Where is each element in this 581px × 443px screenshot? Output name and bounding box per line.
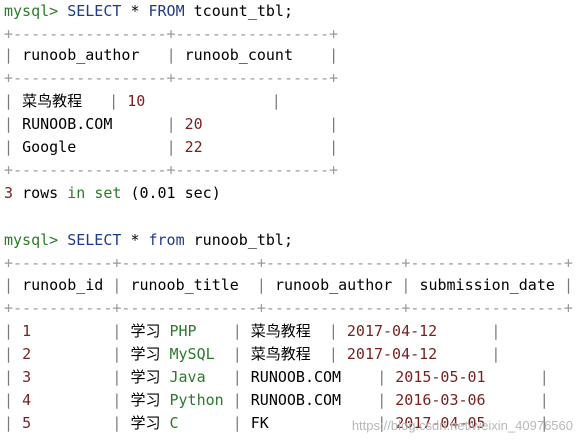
table-row: | Google | 22 | [4, 138, 339, 156]
table-row: | 4 | 学习 Python | RUNOOB.COM | 2016-03-0… [4, 391, 549, 409]
cell: 菜鸟教程 [22, 92, 83, 110]
cell: RUNOOB.COM [22, 115, 113, 133]
cell: 菜鸟教程 [250, 345, 311, 363]
command-line-1: mysql> SELECT * FROM tcount_tbl; [4, 0, 293, 23]
cell: 学习 [130, 322, 161, 340]
cell: 2017-04-05 [395, 414, 486, 432]
column-header: runoob_author [22, 46, 140, 64]
table-row: | 5 | 学习 C | FK | 2017-04-05 | [4, 414, 549, 432]
table-header: | runoob_id | runoob_title | runoob_auth… [4, 276, 573, 294]
column-header: runoob_count [184, 46, 293, 64]
column-header: submission_date [419, 276, 555, 294]
table-border-bottom: +-----------------+-----------------+ [4, 161, 339, 179]
sql-keyword: from [148, 231, 185, 249]
sql-table: tcount_tbl; [193, 2, 293, 20]
cell: MySQL [169, 345, 215, 363]
table-border-top: +-----------+---------------+-----------… [4, 254, 573, 272]
cell: RUNOOB.COM [250, 391, 342, 409]
sql-table: runoob_tbl; [193, 231, 293, 249]
cell: 4 [22, 391, 32, 409]
row-count: 3 [4, 184, 14, 202]
cell: 2017-04-12 [346, 345, 438, 363]
watermark: https://blog.csdn.net/weixin_40976560 [351, 418, 573, 433]
table-row: | 2 | 学习 MySQL | 菜鸟教程 | 2017-04-12 | [4, 345, 501, 363]
sql-keyword: FROM [148, 2, 185, 20]
cell: 22 [184, 138, 203, 156]
table-header: | runoob_author | runoob_count | [4, 46, 339, 64]
result-word: rows [22, 184, 59, 202]
cell: 2015-05-01 [395, 368, 486, 386]
table-row: | 菜鸟教程 | 10 | [4, 92, 281, 110]
query-time: (0.01 sec) [130, 184, 221, 202]
table-row: | 3 | 学习 Java | RUNOOB.COM | 2015-05-01 … [4, 368, 549, 386]
prompt: mysql> [4, 231, 59, 249]
cell: 学习 [130, 414, 161, 432]
cell: 学习 [130, 391, 161, 409]
result-summary: 3 rows in set (0.01 sec) [4, 182, 221, 205]
cell: 5 [22, 414, 32, 432]
cell: 1 [22, 322, 32, 340]
column-header: runoob_author [274, 276, 393, 294]
cell: 学习 [130, 368, 161, 386]
cell: 学习 [130, 345, 161, 363]
cell: 2016-03-06 [395, 391, 486, 409]
table-border-mid: +-----------------+-----------------+ [4, 69, 339, 87]
cell: PHP [169, 322, 197, 340]
cell: 10 [127, 92, 146, 110]
prompt: mysql> [4, 2, 59, 20]
result-word: set [94, 184, 122, 202]
table-border-mid: +-----------+---------------+-----------… [4, 299, 573, 317]
cell: RUNOOB.COM [250, 368, 342, 386]
table-row: | 1 | 学习 PHP | 菜鸟教程 | 2017-04-12 | [4, 322, 501, 340]
cell: 2 [22, 345, 32, 363]
table-border-top: +-----------------+-----------------+ [4, 25, 339, 43]
result-word: in [67, 184, 86, 202]
cell: 2017-04-12 [346, 322, 438, 340]
cell: 20 [184, 115, 203, 133]
column-header: runoob_title [130, 276, 239, 294]
cell: Python [169, 391, 224, 409]
cell: Java [169, 368, 206, 386]
sql-keyword: SELECT [67, 2, 122, 20]
cell: C [169, 414, 179, 432]
cell: 3 [22, 368, 32, 386]
sql-star: * [130, 231, 140, 249]
command-line-2: mysql> SELECT * from runoob_tbl; [4, 229, 293, 252]
cell: 菜鸟教程 [250, 322, 311, 340]
sql-keyword: SELECT [67, 231, 122, 249]
cell: Google [22, 138, 77, 156]
cell: FK [250, 414, 269, 432]
column-header: runoob_id [22, 276, 104, 294]
sql-star: * [130, 2, 140, 20]
table-row: | RUNOOB.COM | 20 | [4, 115, 339, 133]
